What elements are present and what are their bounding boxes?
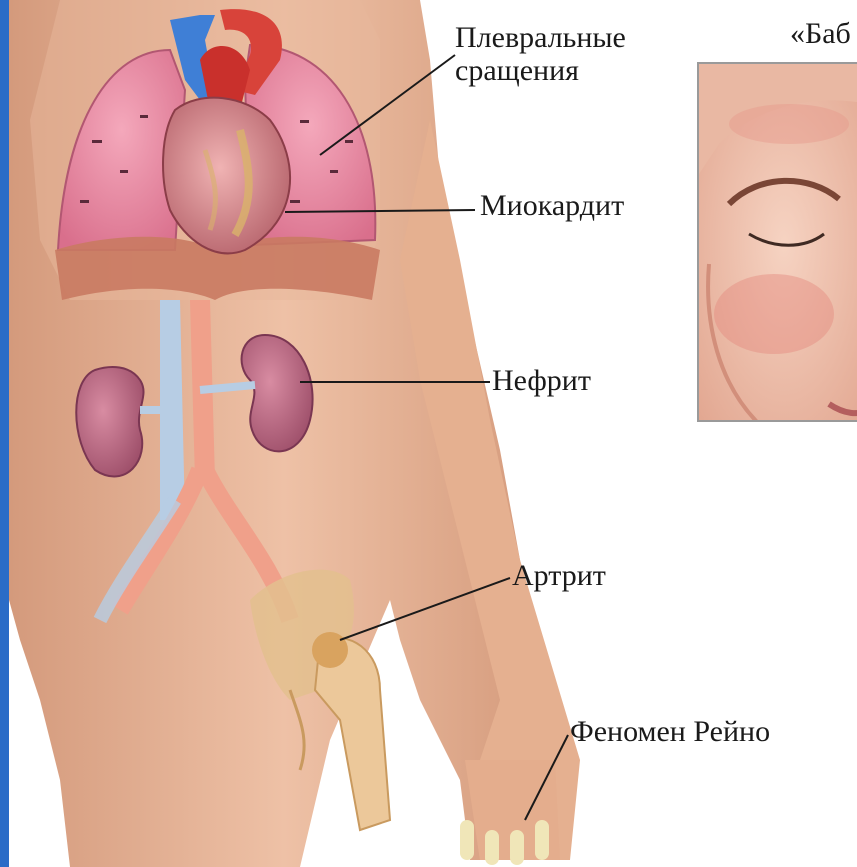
label-pleural-line2: сращения — [455, 55, 579, 87]
label-arthritis: Артрит — [512, 560, 606, 592]
label-raynaud: Феномен Рейно — [570, 716, 770, 748]
butterfly-rash-photo — [697, 62, 857, 422]
label-nephritis: Нефрит — [492, 365, 591, 397]
label-butterfly: «Баб — [790, 18, 851, 50]
label-pleural-line1: Плевральные — [455, 22, 626, 54]
face-image — [699, 64, 857, 422]
heart — [163, 98, 290, 254]
label-myocarditis: Миокардит — [480, 190, 624, 222]
